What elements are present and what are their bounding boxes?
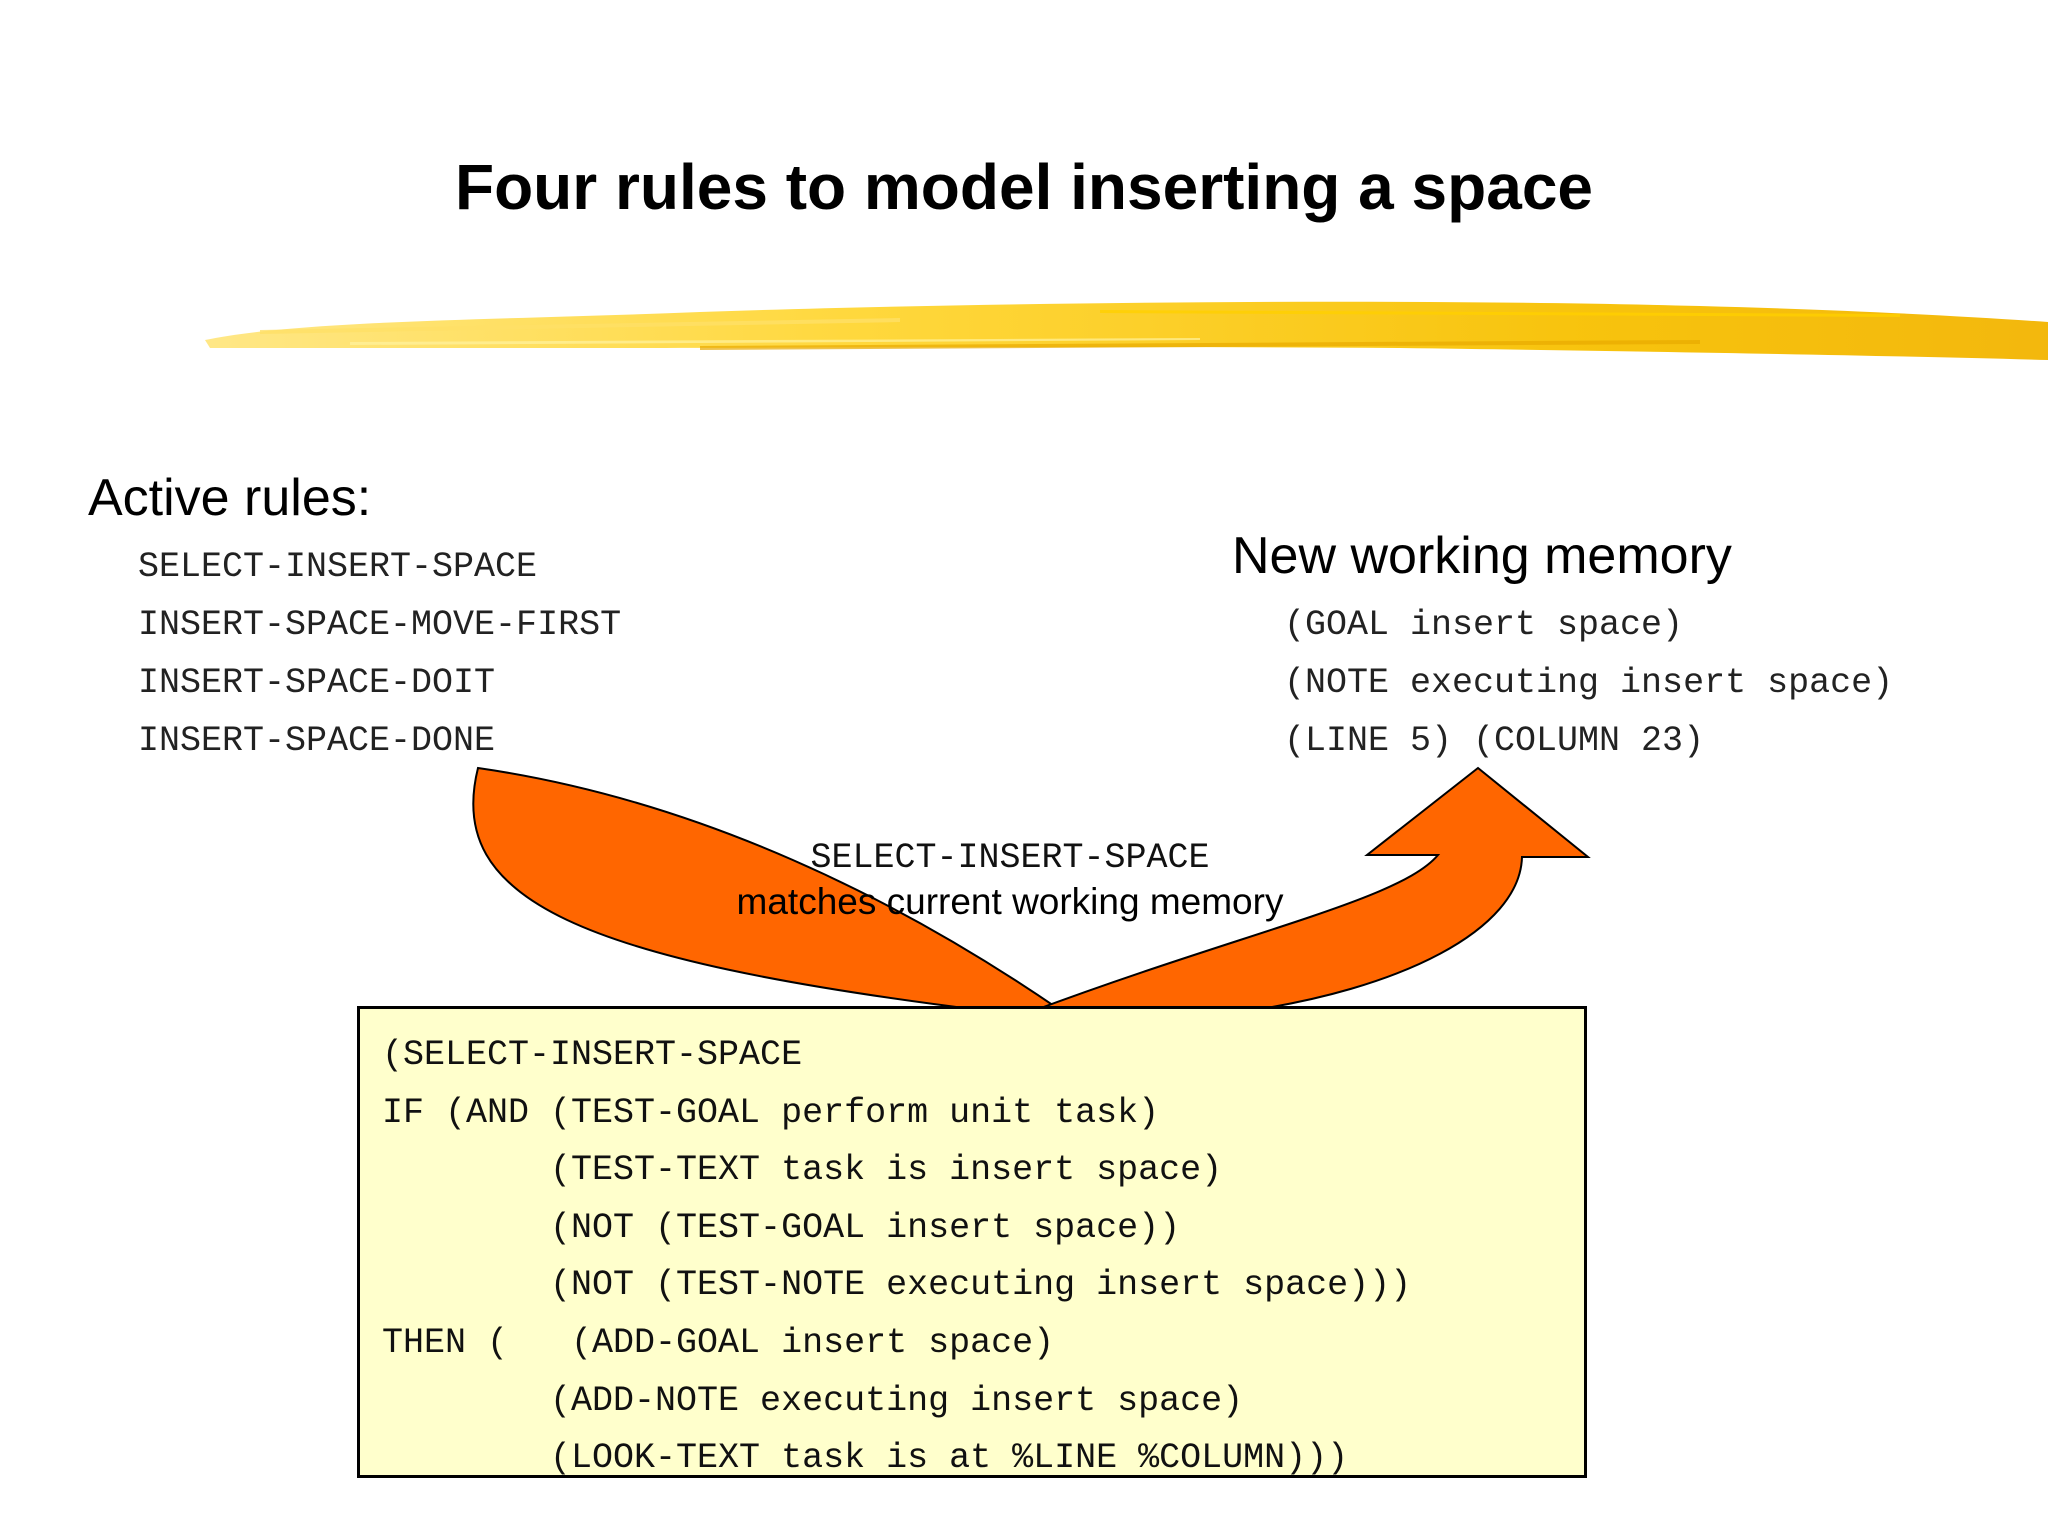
curved-arrow-head: [1029, 766, 1591, 1013]
yellow-brush-stroke-divider: [205, 301, 2048, 360]
rule-code-line: (ADD-NOTE executing insert space): [382, 1380, 1244, 1421]
working-memory-list: (GOAL insert space) (NOTE executing inse…: [1284, 596, 1893, 770]
rule-code-line: (LOOK-TEXT task is at %LINE %COLUMN))): [382, 1438, 1349, 1479]
rule-definition-box: (SELECT-INSERT-SPACE IF (AND (TEST-GOAL …: [357, 1006, 1587, 1478]
rule-code-line: (TEST-TEXT task is insert space): [382, 1150, 1223, 1191]
arrow-caption: SELECT-INSERT-SPACE matches current work…: [560, 836, 1460, 924]
working-memory-item: (LINE 5) (COLUMN 23): [1284, 721, 1705, 761]
arrow-caption-rule: SELECT-INSERT-SPACE: [810, 838, 1210, 878]
active-rules-list: SELECT-INSERT-SPACE INSERT-SPACE-MOVE-FI…: [138, 538, 621, 770]
active-rule-item: INSERT-SPACE-DOIT: [138, 663, 496, 703]
rule-code-line: (NOT (TEST-NOTE executing insert space))…: [382, 1265, 1412, 1306]
working-memory-heading: New working memory: [1232, 527, 1732, 585]
active-rules-heading: Active rules:: [88, 469, 372, 527]
active-rule-item: INSERT-SPACE-DONE: [138, 721, 496, 761]
working-memory-item: (GOAL insert space): [1284, 605, 1684, 645]
active-rule-item: INSERT-SPACE-MOVE-FIRST: [138, 605, 622, 645]
active-rule-item: SELECT-INSERT-SPACE: [138, 547, 538, 587]
rule-code-line: (SELECT-INSERT-SPACE: [382, 1035, 803, 1075]
arrow-caption-text: matches current working memory: [736, 881, 1284, 922]
rule-code-line: THEN ( (ADD-GOAL insert space): [382, 1322, 1055, 1363]
rule-code-line: IF (AND (TEST-GOAL perform unit task): [382, 1092, 1160, 1133]
working-memory-item: (NOTE executing insert space): [1284, 663, 1894, 703]
rule-code-line: (NOT (TEST-GOAL insert space)): [382, 1207, 1181, 1248]
slide-title: Four rules to model inserting a space: [454, 151, 1594, 223]
